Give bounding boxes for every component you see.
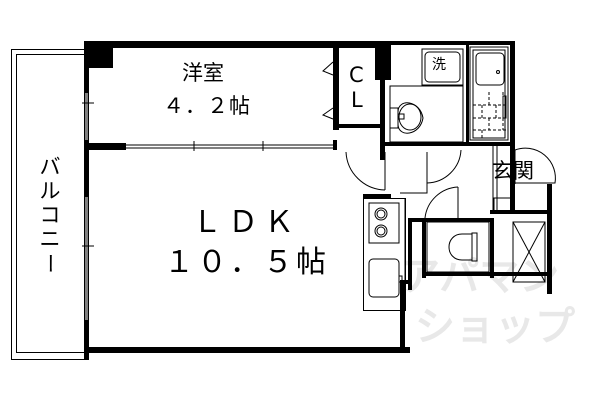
balcony-char-2: ル	[39, 179, 61, 203]
balcony-char-4: ニ	[39, 227, 61, 251]
washroom	[389, 48, 464, 143]
storage	[512, 221, 546, 283]
doors	[345, 147, 556, 219]
closet-label-c: C	[349, 63, 364, 87]
closet-doors	[321, 61, 338, 120]
watermark: アパマン ショップ	[400, 254, 575, 350]
closet-label-l: L	[351, 88, 363, 112]
ldk-name: ＬＤＫ	[192, 205, 300, 240]
washer-label: 洗	[432, 57, 446, 73]
western-room-size: ４．２帖	[163, 94, 251, 118]
toilet	[426, 221, 490, 273]
balcony-char-3: コ	[39, 203, 61, 227]
walls	[84, 41, 552, 360]
balcony-char-5: ー	[38, 252, 62, 274]
balcony-char-1: バ	[39, 155, 61, 179]
western-room-name: 洋室	[182, 61, 224, 85]
bathroom	[469, 46, 509, 141]
ldk-size: １０．５帖	[164, 245, 329, 280]
entrance-step	[492, 146, 515, 210]
entrance-label: 玄関	[492, 159, 534, 183]
watermark-line2: ショップ	[415, 304, 575, 350]
kitchen	[363, 198, 406, 311]
windows	[82, 93, 333, 320]
balcony-label: バ ル コ ニ ー	[38, 155, 62, 275]
